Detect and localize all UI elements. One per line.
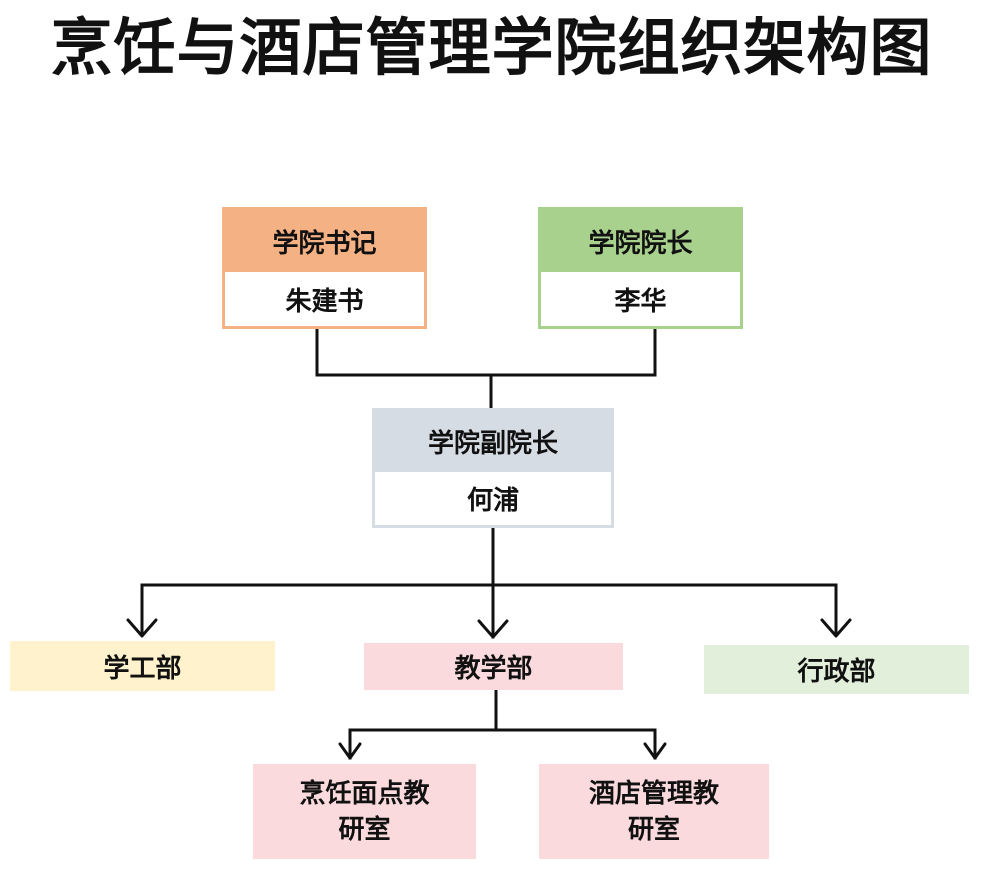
vice-dean-name: 何浦 (375, 472, 611, 525)
vice-dean-box: 学院副院长 何浦 (372, 408, 614, 528)
hotel-office-line2: 研室 (627, 814, 680, 845)
student-affairs-dept: 学工部 (10, 641, 275, 691)
dean-role: 学院院长 (541, 210, 740, 272)
arrow-student-icon (126, 618, 158, 638)
arrow-hotel-icon (643, 742, 667, 760)
administration-dept: 行政部 (704, 645, 969, 694)
arrow-teaching-icon (477, 619, 509, 639)
connector-secretary (315, 327, 493, 377)
connector-dean (489, 327, 657, 377)
hotel-office: 酒店管理教 研室 (539, 764, 769, 859)
diagram-title: 烹饪与酒店管理学院组织架构图 (50, 11, 933, 84)
secretary-box: 学院书记 朱建书 (222, 207, 427, 329)
dean-box: 学院院长 李华 (538, 207, 743, 329)
arrow-admin-icon (820, 618, 852, 638)
hotel-office-line1: 酒店管理教 (588, 778, 719, 809)
cooking-office: 烹饪面点教 研室 (253, 764, 476, 859)
cooking-office-line2: 研室 (338, 814, 391, 845)
vice-dean-role: 学院副院长 (375, 411, 611, 472)
arrow-cooking-icon (338, 742, 362, 760)
dean-name: 李华 (541, 272, 740, 326)
cooking-office-line1: 烹饪面点教 (299, 778, 430, 809)
secretary-name: 朱建书 (225, 272, 424, 326)
secretary-role: 学院书记 (225, 210, 424, 272)
teaching-dept: 教学部 (364, 643, 623, 690)
